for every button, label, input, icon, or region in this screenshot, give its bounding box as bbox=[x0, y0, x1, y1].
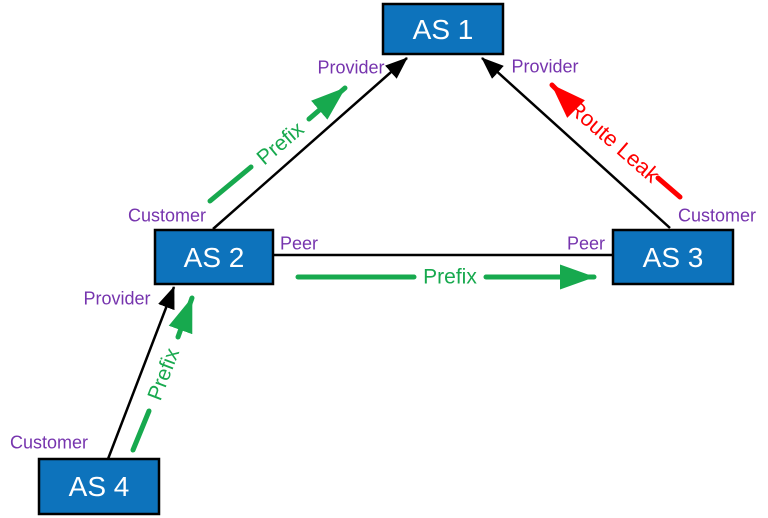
as3-label: AS 3 bbox=[643, 242, 704, 273]
link-as4-to-as2 bbox=[106, 286, 176, 460]
prefix-as2-as1-head bbox=[306, 85, 348, 122]
link-as2-to-as1 bbox=[212, 57, 408, 230]
link-as3-to-as1 bbox=[481, 57, 671, 229]
peer-label-as2: Peer bbox=[280, 233, 318, 253]
as4-label: AS 4 bbox=[69, 471, 130, 502]
prefix-as2-as3-label: Prefix bbox=[423, 265, 477, 288]
route-leak-tail bbox=[655, 175, 683, 200]
node-as3: AS 3 bbox=[611, 228, 735, 286]
as1-box bbox=[381, 2, 505, 56]
peer-label-as3: Peer bbox=[567, 233, 605, 253]
route-leak-label: Route Leak bbox=[563, 95, 665, 188]
customer-label-as3: Customer bbox=[678, 205, 756, 225]
customer-label-as2: Customer bbox=[128, 205, 206, 225]
prefix-as2-as1-label: Prefix bbox=[253, 117, 309, 169]
provider-label-as1-left: Provider bbox=[317, 57, 384, 77]
as2-box bbox=[153, 228, 275, 286]
as4-box bbox=[37, 457, 161, 516]
customer-label-as4: Customer bbox=[10, 432, 88, 452]
node-as2: AS 2 bbox=[153, 228, 275, 286]
provider-label-as1-right: Provider bbox=[511, 56, 578, 76]
prefix-flow-as2-to-as1: Prefix bbox=[207, 85, 348, 204]
as2-label: AS 2 bbox=[184, 242, 245, 273]
as1-label: AS 1 bbox=[413, 14, 474, 45]
provider-label-as2: Provider bbox=[83, 288, 150, 308]
prefix-flow-as2-to-as3: Prefix bbox=[295, 264, 597, 290]
route-leak-head bbox=[549, 82, 585, 118]
as3-box bbox=[611, 228, 735, 286]
prefix-as2-as1-tail bbox=[207, 164, 254, 204]
node-as1: AS 1 bbox=[381, 2, 505, 56]
prefix-as4-as2-head bbox=[168, 295, 195, 340]
node-as4: AS 4 bbox=[37, 457, 161, 516]
prefix-as4-as2-tail bbox=[130, 408, 152, 453]
